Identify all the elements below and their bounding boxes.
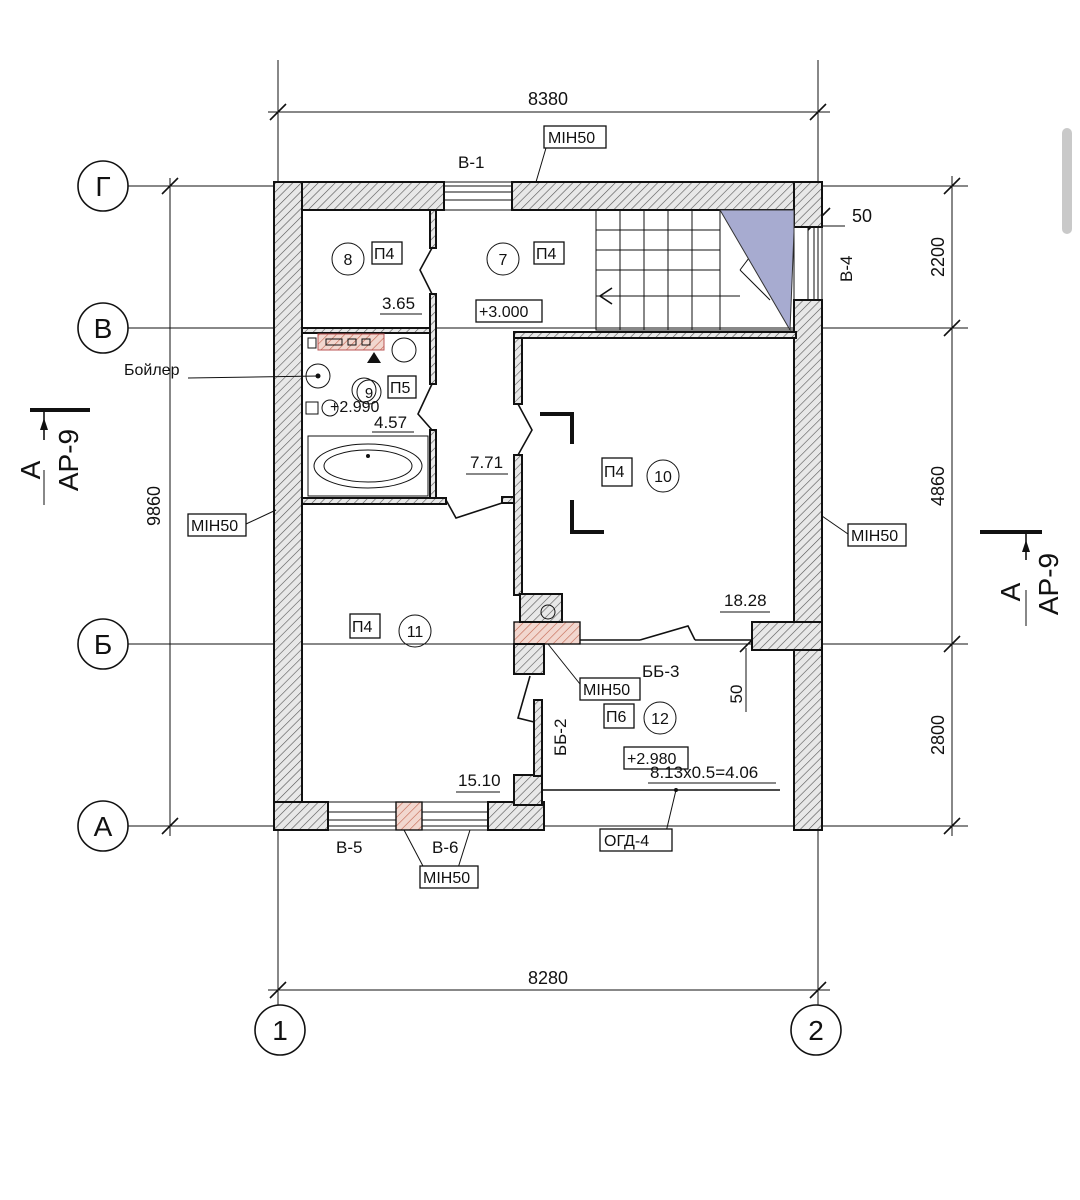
axis-markers [77, 160, 842, 1056]
room-12-marker [643, 701, 677, 735]
room-9-marker [356, 379, 382, 405]
room-8-finish: П4 [374, 246, 395, 263]
section-left-letter: А [15, 460, 46, 479]
room-12-level: +2.980 [627, 751, 676, 768]
dim-bottom: 8280 [528, 968, 568, 988]
room-10-marker [646, 459, 680, 493]
dim-top: 8380 [528, 89, 568, 109]
material-partition: МІН50 [583, 682, 630, 699]
material-top-wall: МІН50 [548, 130, 595, 147]
section-right-sheet: АР-9 [1033, 553, 1064, 615]
dim-door-offset: 50 [727, 685, 746, 704]
room-12-formula: 8.13x0.5=4.06 [650, 763, 758, 782]
dim-right-top: 2200 [928, 237, 948, 277]
room-8-number: 8 [344, 252, 353, 269]
axis-label-2: 2 [808, 1015, 824, 1046]
room-9-level: +2.990 [330, 399, 379, 416]
section-left-sheet: АР-9 [53, 429, 84, 491]
room-10-area: 7.71 [470, 453, 503, 472]
scrollbar[interactable] [1062, 128, 1072, 234]
axis-label-1: 1 [272, 1015, 288, 1046]
room-9-area: 4.57 [374, 413, 407, 432]
room-12-number: 12 [651, 711, 669, 728]
dim-stair-offset: 50 [852, 206, 872, 226]
section-marker-left [30, 408, 90, 505]
dim-right-bottom: 2800 [928, 715, 948, 755]
room-8-area: 3.65 [382, 294, 415, 313]
dimension-lines [161, 103, 961, 999]
windows [327, 181, 823, 831]
staircase [595, 209, 795, 332]
room-10-marks [540, 412, 604, 534]
opening-v6: В-6 [432, 838, 458, 857]
material-bottom-wall: МІН50 [423, 870, 470, 887]
room-7-marker [486, 242, 520, 276]
room-11-number: 11 [407, 624, 424, 641]
doors [417, 247, 696, 723]
partitions [301, 209, 823, 791]
opening-ogd4: ОГД-4 [604, 833, 649, 850]
opening-v4: В-4 [837, 256, 856, 282]
opening-bb3: ББ-3 [642, 662, 679, 681]
axis-label-b: Б [94, 629, 112, 660]
room-12-finish: П6 [606, 709, 627, 726]
bathroom-fixtures [305, 333, 429, 497]
axis-label-v: В [94, 313, 113, 344]
corridor-area: 18.28 [724, 591, 767, 610]
boiler-leader [187, 375, 319, 379]
boiler-label: Бойлер [124, 362, 180, 379]
outer-walls [273, 181, 823, 831]
room-9-number: 9 [365, 385, 373, 402]
room-9-finish: П5 [390, 380, 411, 397]
room-11-marker [398, 614, 432, 648]
material-left-wall: МІН50 [191, 518, 238, 535]
room-10-number: 10 [654, 469, 672, 486]
opening-v5: В-5 [336, 838, 362, 857]
opening-v1: В-1 [458, 153, 484, 172]
opening-bb2: ББ-2 [551, 719, 570, 756]
section-right-letter: А [995, 582, 1026, 601]
room-11-area: 15.10 [458, 771, 501, 790]
room-7-finish: П4 [536, 246, 557, 263]
dim-left: 9860 [144, 486, 164, 526]
room-8-marker [331, 242, 365, 276]
room-7-number: 7 [499, 252, 508, 269]
dim-right-mid: 4860 [928, 466, 948, 506]
room-7-level: +3.000 [479, 304, 528, 321]
room-10-finish: П4 [604, 464, 625, 481]
room-11-finish: П4 [352, 619, 373, 636]
axis-label-a: А [94, 811, 113, 842]
material-right-wall: МІН50 [851, 528, 898, 545]
axis-label-g: Г [95, 171, 110, 202]
section-marker-right [980, 530, 1042, 626]
